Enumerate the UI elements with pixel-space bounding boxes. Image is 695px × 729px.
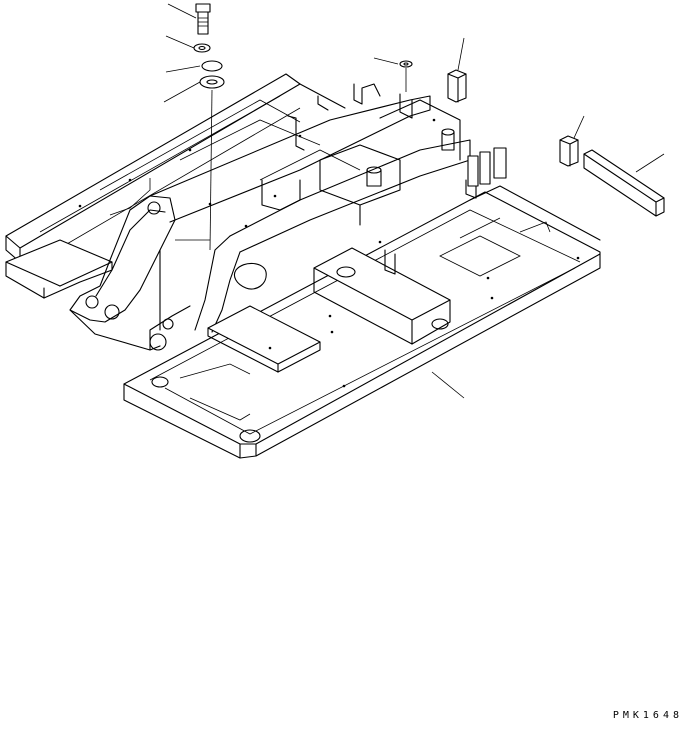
leader-lines (163, 3, 665, 399)
long-pad (583, 149, 665, 217)
left-deck (5, 73, 346, 287)
main-platform (123, 191, 601, 459)
washer (193, 43, 211, 53)
shim (201, 60, 223, 72)
rear-right-deck (384, 179, 601, 277)
cab-posts (366, 128, 507, 187)
drawing-code: PMK1648 (612, 710, 683, 721)
center-block (313, 247, 451, 345)
plate (199, 75, 225, 89)
floor-plate (207, 305, 321, 373)
small-washer (399, 60, 413, 92)
left-box (5, 239, 113, 299)
right-rail (149, 95, 471, 333)
rear-brackets (287, 83, 461, 161)
assembly-line (209, 89, 213, 251)
boom-bracket (69, 195, 191, 351)
bolt (195, 3, 211, 35)
block-pad-right (559, 135, 579, 167)
block-pad (447, 69, 467, 103)
rivet-dots (78, 118, 580, 388)
